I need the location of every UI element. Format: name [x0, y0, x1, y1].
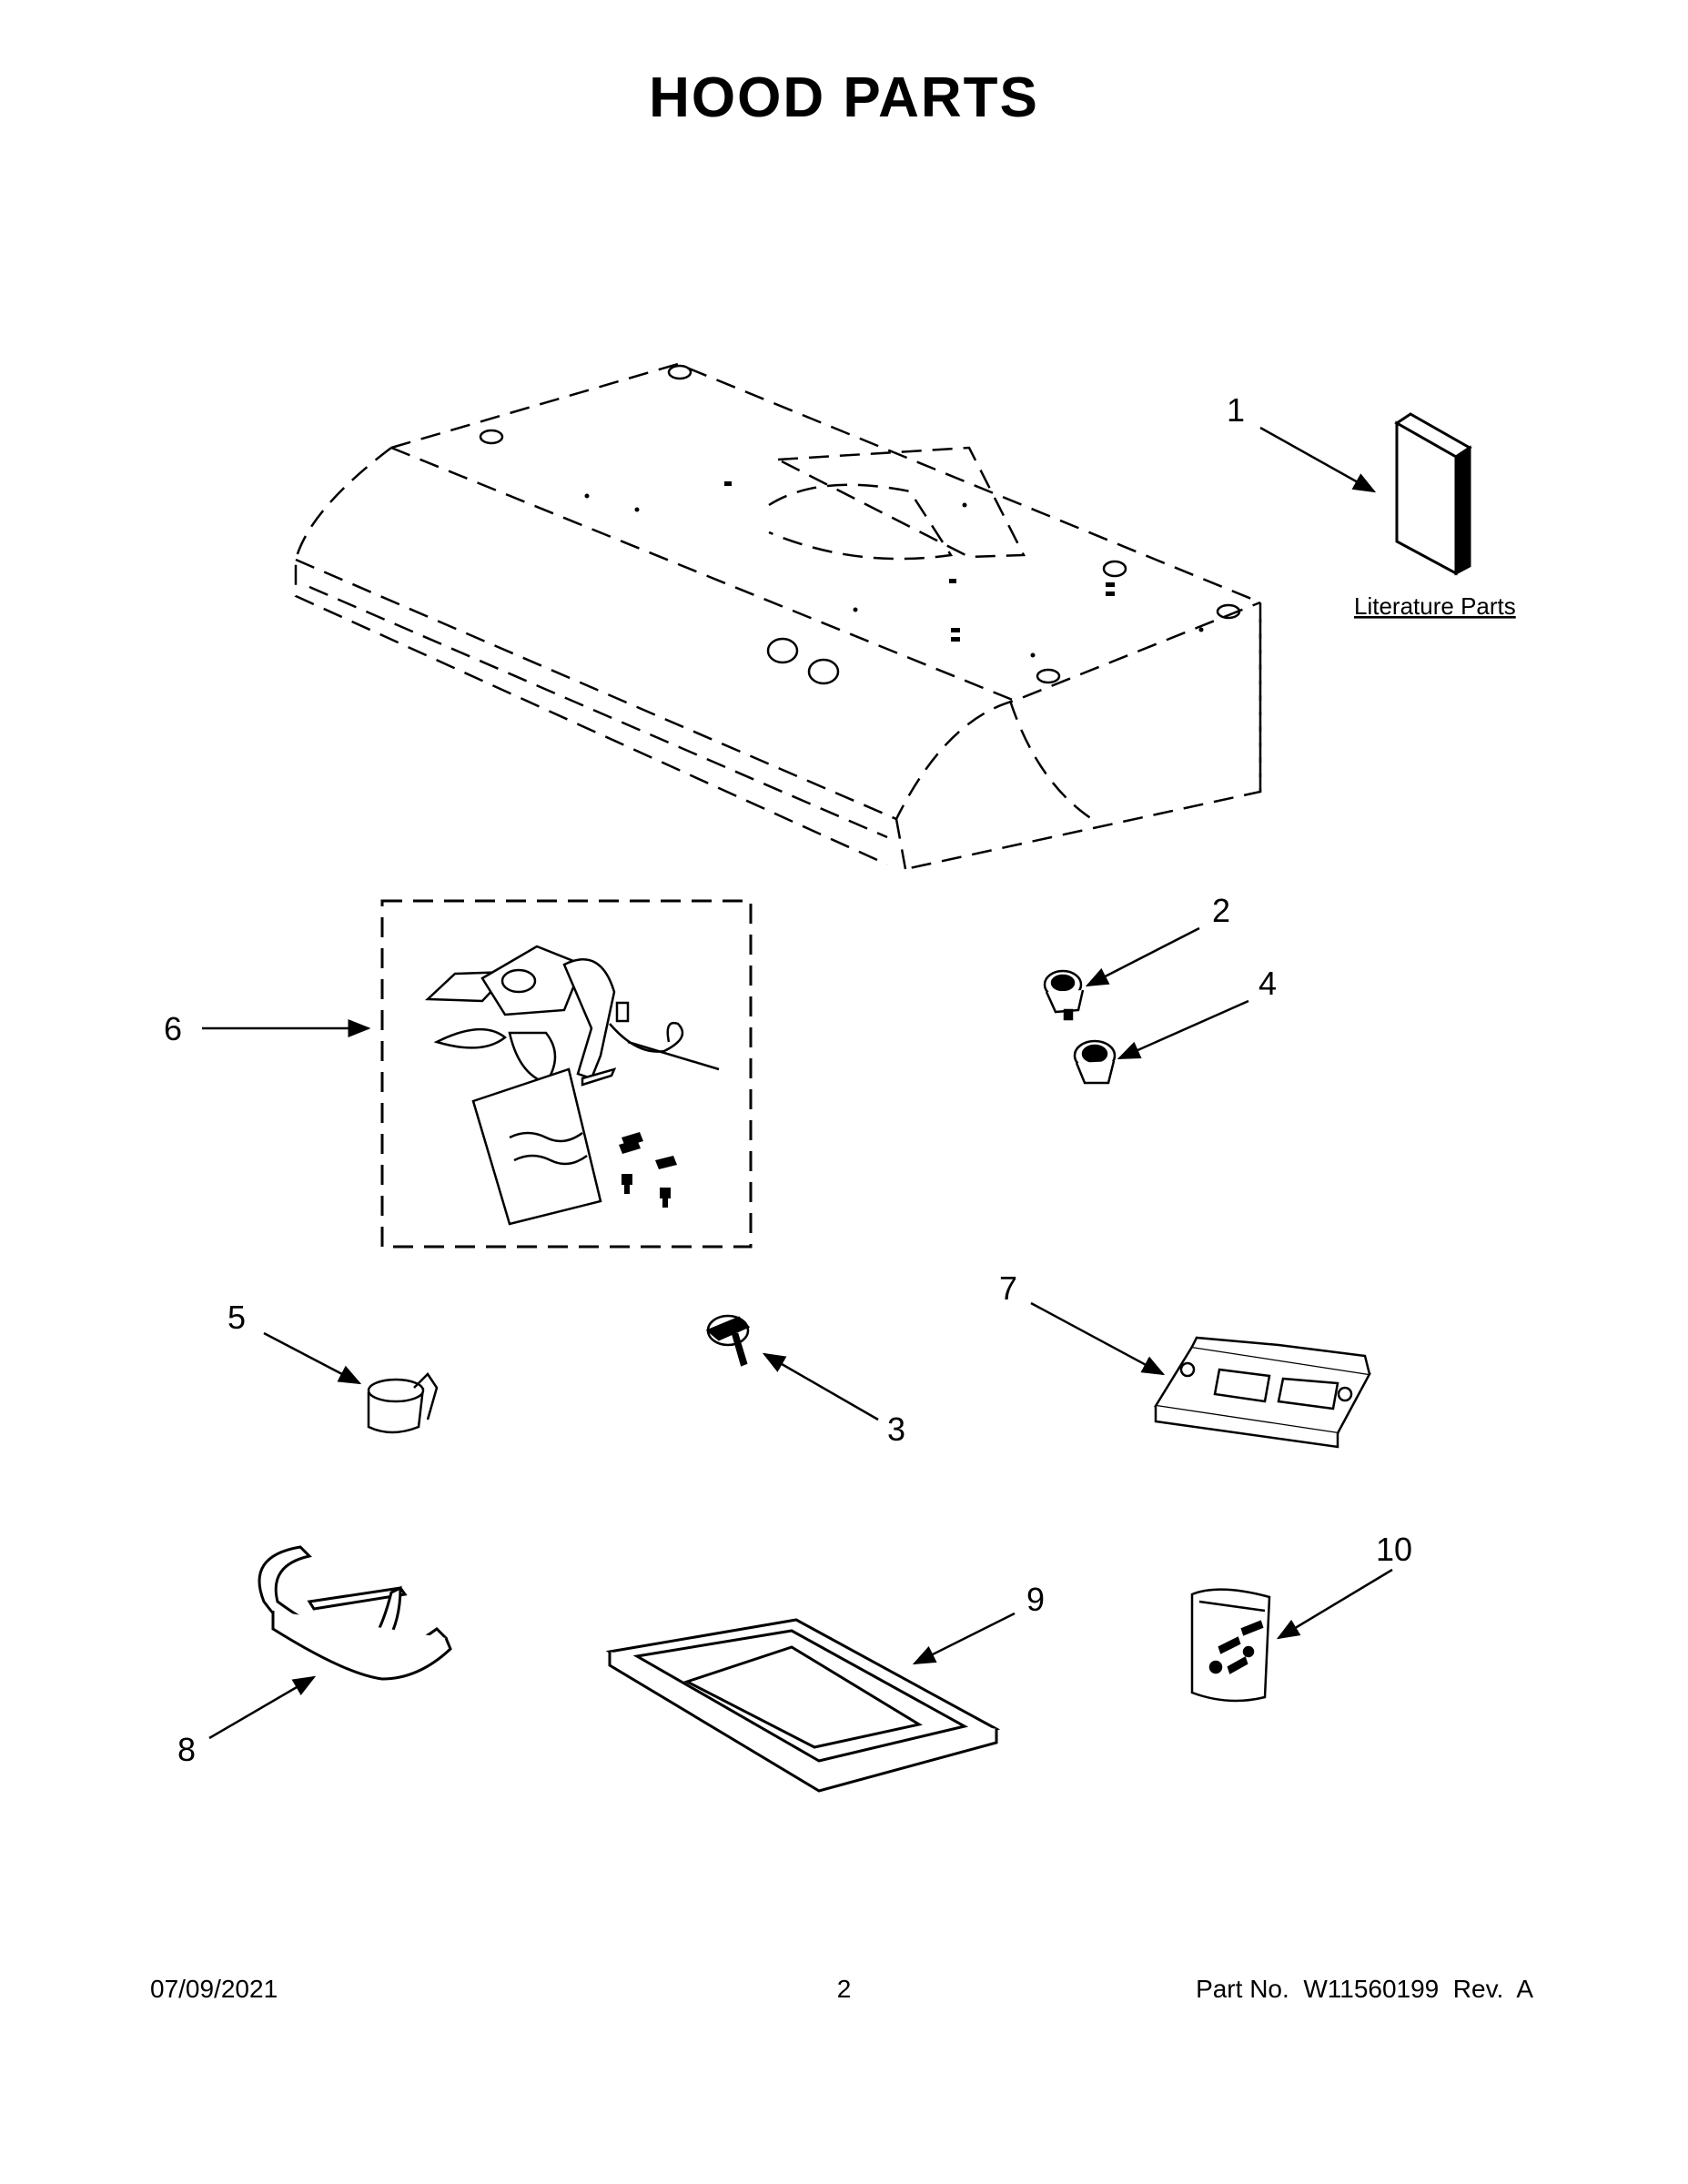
- leader-2: [1085, 926, 1200, 987]
- motor-fasteners: [619, 1132, 677, 1208]
- leader-1: [1259, 426, 1377, 493]
- leader-5: [263, 1331, 362, 1385]
- footer-date: 07/09/2021: [150, 1975, 278, 2003]
- literature-parts-label: Literature Parts: [1354, 592, 1516, 620]
- leader-3: [762, 1352, 879, 1421]
- footer-page-number: 2: [836, 1975, 852, 2003]
- hood-holes: [479, 364, 1241, 685]
- callout-10: 10: [1376, 1531, 1412, 1568]
- callout-8: 8: [177, 1731, 196, 1768]
- literature-booklet: [1394, 412, 1472, 576]
- callout-9: 9: [1026, 1581, 1045, 1618]
- callout-6: 6: [164, 1010, 182, 1047]
- callout-3: 3: [887, 1410, 905, 1448]
- hardware-bag: [1190, 1588, 1271, 1703]
- leader-7: [1030, 1301, 1166, 1376]
- page-title: HOOD PARTS: [649, 66, 1039, 129]
- callout-1: 1: [1227, 391, 1245, 429]
- switch-2: [1043, 969, 1085, 1021]
- leader-8: [208, 1675, 317, 1740]
- grease-filter: [605, 1618, 1001, 1793]
- range-hood-outline: [294, 362, 1262, 871]
- part-3-clip: [705, 1314, 751, 1367]
- filter-bracket: [258, 1545, 452, 1681]
- light-housing: [1153, 1336, 1371, 1449]
- capacitor: [367, 1372, 439, 1434]
- leader-10: [1276, 1568, 1393, 1640]
- footer-part-number: Part No. W11560199 Rev. A: [1196, 1975, 1533, 2003]
- callout-7: 7: [999, 1269, 1017, 1307]
- leader-9: [912, 1612, 1016, 1665]
- hood-slots: [584, 481, 1204, 658]
- leader-4: [1117, 999, 1249, 1060]
- motor-kit-box: [380, 899, 753, 1249]
- callout-5: 5: [227, 1299, 246, 1336]
- blower-motor: [424, 945, 720, 1226]
- switch-4: [1073, 1039, 1117, 1085]
- callout-2: 2: [1212, 892, 1230, 929]
- callout-4: 4: [1258, 965, 1277, 1002]
